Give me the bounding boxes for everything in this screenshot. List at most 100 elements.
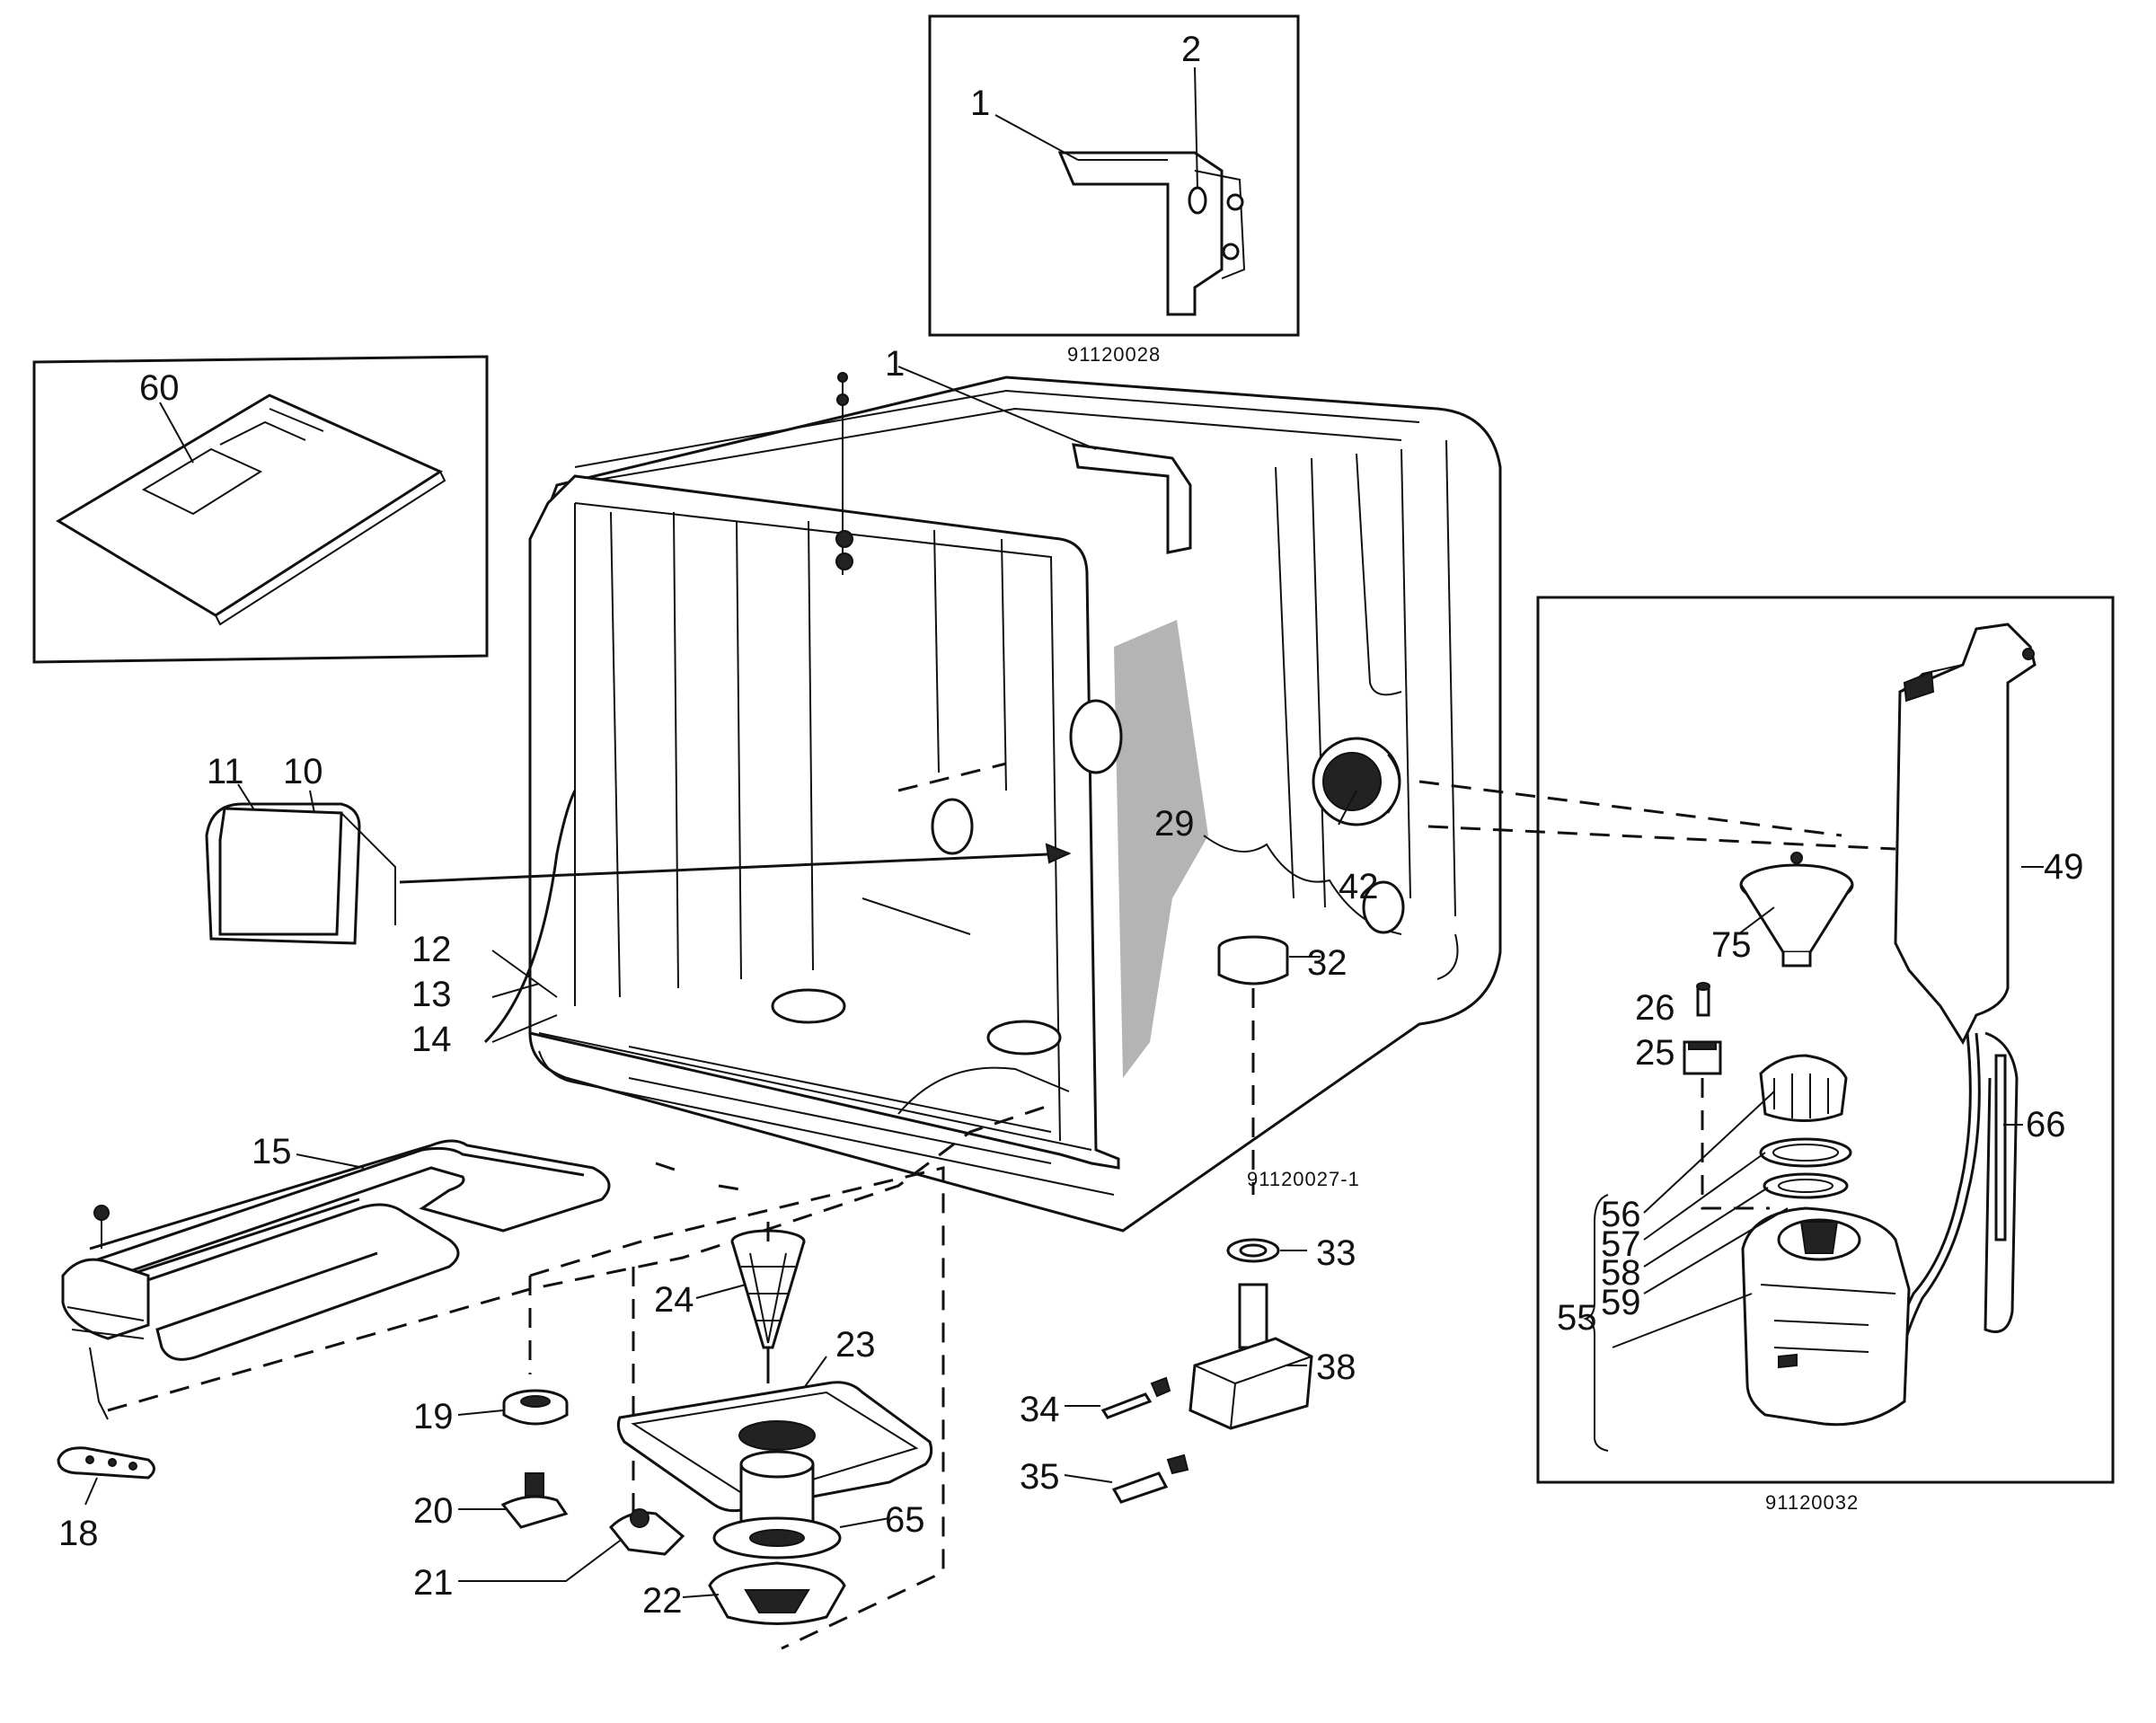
leader-42 <box>1338 790 1357 826</box>
right-inset-frame <box>1536 596 2115 1484</box>
hinge-bracket-drawing <box>1057 151 1246 316</box>
leader-56 <box>1643 1091 1775 1214</box>
leader-55 <box>1612 1293 1753 1348</box>
leader-1-top <box>994 114 1079 161</box>
caption-top-inset: 91120028 <box>1067 343 1161 366</box>
dash-vent <box>897 762 1007 792</box>
label-32: 32 <box>1307 943 1348 983</box>
pump-base-22 <box>708 1561 846 1625</box>
label-66: 66 <box>2026 1105 2066 1144</box>
leader-58 <box>1643 1187 1769 1268</box>
label-34: 34 <box>1020 1390 1060 1429</box>
label-26: 26 <box>1635 988 1675 1028</box>
label-23: 23 <box>835 1325 876 1365</box>
leader-1-main <box>897 366 1097 450</box>
label-2-top: 2 <box>1181 30 1201 69</box>
label-33: 33 <box>1316 1233 1356 1273</box>
cap-56 <box>1759 1054 1848 1122</box>
gasket-23 <box>616 1381 933 1513</box>
top-inset-frame <box>928 14 1300 337</box>
top-screw-stack <box>835 372 853 575</box>
label-19: 19 <box>413 1397 454 1436</box>
top-inset: 1 2 91120028 <box>928 14 1300 366</box>
dash-element <box>107 1103 1052 1412</box>
brace-55 <box>1582 1194 1609 1452</box>
duct-49 <box>1894 623 2037 1046</box>
left-inset: 60 <box>32 355 489 664</box>
leader-75 <box>1737 906 1775 935</box>
pin-34 <box>1100 1376 1171 1419</box>
pin-35 <box>1111 1454 1189 1504</box>
leader-60 <box>159 402 194 464</box>
left-inset-frame <box>32 355 489 664</box>
washer-33 <box>1226 1238 1280 1263</box>
ring-58 <box>1763 1172 1849 1199</box>
dash-42-to-inset <box>1418 780 1842 837</box>
reservoir-59 <box>1741 1206 1911 1427</box>
leader-24 <box>695 1284 747 1299</box>
label-24: 24 <box>654 1280 694 1320</box>
leader-57 <box>1643 1152 1766 1241</box>
label-38: 38 <box>1316 1347 1356 1387</box>
leader-18 <box>84 1477 98 1506</box>
label-18: 18 <box>58 1514 99 1553</box>
label-13: 13 <box>411 975 452 1014</box>
heating-element-15 <box>61 1139 611 1420</box>
label-29: 29 <box>1154 804 1195 844</box>
label-14: 14 <box>411 1020 452 1059</box>
leader-22 <box>682 1594 720 1598</box>
part-19 <box>502 1389 569 1426</box>
dash-tub-to-49 <box>1427 825 1896 851</box>
label-56: 56 <box>1601 1195 1641 1234</box>
filter-24 <box>730 1222 806 1383</box>
label-60: 60 <box>139 368 180 408</box>
label-1-main: 1 <box>885 344 905 384</box>
label-49: 49 <box>2044 847 2084 887</box>
label-59: 59 <box>1601 1283 1641 1322</box>
label-75: 75 <box>1711 925 1752 965</box>
label-10: 10 <box>283 752 323 791</box>
funnel-75 <box>1739 852 1854 968</box>
terminal-block-18 <box>57 1446 155 1480</box>
label-21: 21 <box>413 1563 454 1603</box>
label-25: 25 <box>1635 1033 1675 1073</box>
dash-25 <box>1701 1078 1770 1210</box>
label-55: 55 <box>1557 1298 1597 1338</box>
leader-21 <box>458 1540 621 1582</box>
dash-15-tub <box>655 1162 747 1192</box>
leader-19 <box>457 1409 504 1416</box>
dishwasher-tub <box>528 372 1502 1233</box>
label-12: 12 <box>411 930 452 969</box>
label-42: 42 <box>1339 867 1379 906</box>
part-26 <box>1696 982 1710 1017</box>
manual-drawing <box>56 393 446 626</box>
leader-2-top <box>1194 66 1198 190</box>
label-22: 22 <box>642 1581 683 1621</box>
leader-15 <box>296 1153 365 1169</box>
label-58: 58 <box>1601 1253 1641 1293</box>
filter-parts-10-11 <box>205 802 1072 945</box>
part-21 <box>608 1508 685 1556</box>
leader-14 <box>491 1014 558 1043</box>
label-1-top: 1 <box>970 84 990 123</box>
label-57: 57 <box>1601 1224 1641 1264</box>
leader-35 <box>1064 1474 1113 1483</box>
leader-65 <box>839 1517 890 1528</box>
leader-23 <box>803 1356 827 1389</box>
label-15: 15 <box>252 1132 292 1171</box>
part-25 <box>1683 1040 1722 1075</box>
caption-right-inset: 91120032 <box>1765 1491 1859 1514</box>
right-inset: 49 66 75 26 25 <box>1418 596 2115 1514</box>
leader-59 <box>1643 1207 1789 1294</box>
arrow-to-tub <box>399 852 1070 884</box>
label-35: 35 <box>1020 1457 1060 1497</box>
leader-13 <box>491 983 540 998</box>
label-11: 11 <box>207 752 244 791</box>
part-20 <box>500 1472 569 1529</box>
dash-pump-frame <box>529 1166 945 1650</box>
leader-12 <box>491 950 558 998</box>
valve-38 <box>1188 1283 1313 1430</box>
caption-main: 91120027-1 <box>1247 1168 1360 1190</box>
label-65: 65 <box>885 1500 925 1540</box>
